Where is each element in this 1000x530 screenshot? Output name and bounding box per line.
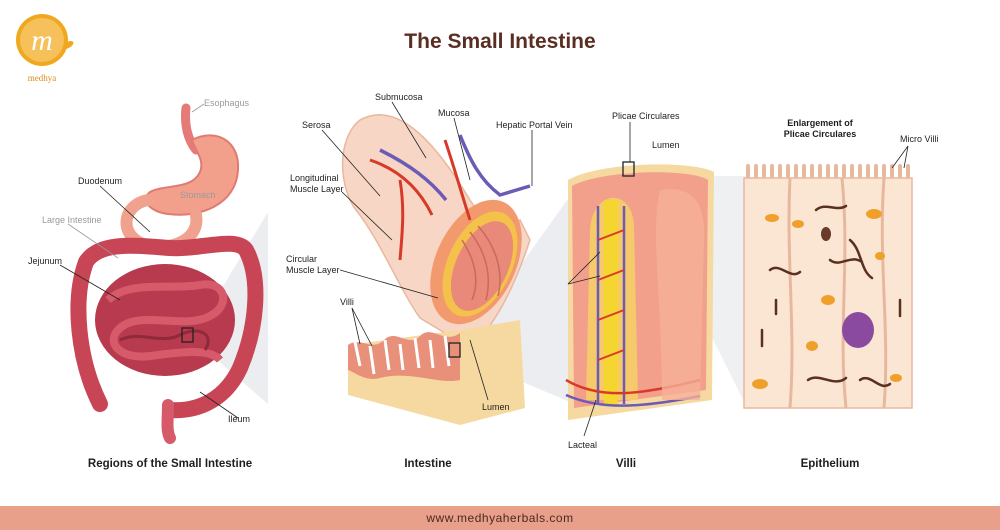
label-large-intestine: Large Intestine [42, 215, 102, 225]
caption-epithelium: Epithelium [800, 458, 860, 470]
label-enlargement-line1: Enlargement of [787, 118, 853, 128]
label-hepatic-portal-vein: Hepatic Portal Vein [496, 120, 573, 130]
label-esophagus: Esophagus [204, 98, 250, 108]
label-circular-muscle-1: Circular [286, 254, 318, 264]
epithelium-illustration [743, 145, 913, 409]
svg-text:m: m [31, 24, 53, 57]
caption-regions: Regions of the Small Intestine [87, 458, 253, 470]
label-serosa: Serosa [302, 120, 331, 130]
label-longitudinal-muscle-2: Muscle Layer [290, 184, 344, 194]
page-title: The Small Intestine [404, 30, 596, 53]
label-villi: Villi [340, 297, 354, 307]
label-plicae-circulares: Plicae Circulares [612, 111, 680, 121]
label-lacteal: Lacteal [568, 440, 598, 450]
label-submucosa: Submucosa [375, 92, 423, 102]
footer-bar: www.medhyaherbals.com [0, 506, 1000, 530]
label-jejunum: Jejunum [28, 256, 63, 266]
label-longitudinal-muscle-1: Longitudinal [290, 173, 339, 183]
label-stomach: Stomach [180, 190, 216, 200]
label-enlargement-line2: Plicae Circulares [783, 129, 857, 139]
digestive-system-illustration [59, 103, 264, 444]
footer-website[interactable]: www.medhyaherbals.com [426, 511, 574, 525]
intestine-cross-section [321, 101, 533, 425]
caption-intestine: Intestine [404, 458, 452, 470]
villus-illustration [565, 122, 714, 437]
label-lumen-intestine: Lumen [482, 402, 510, 412]
logo-wordmark: medhya [27, 73, 57, 83]
label-mucosa: Mucosa [438, 108, 470, 118]
caption-villi: Villi [615, 458, 637, 470]
label-duodenum: Duodenum [78, 176, 123, 186]
label-lumen-villi: Lumen [652, 140, 680, 150]
label-ileum: Ileum [228, 414, 251, 424]
label-circular-muscle-2: Muscle Layer [286, 265, 340, 275]
label-micro-villi: Micro Villi [900, 134, 939, 144]
medhya-logo: m [16, 14, 74, 66]
